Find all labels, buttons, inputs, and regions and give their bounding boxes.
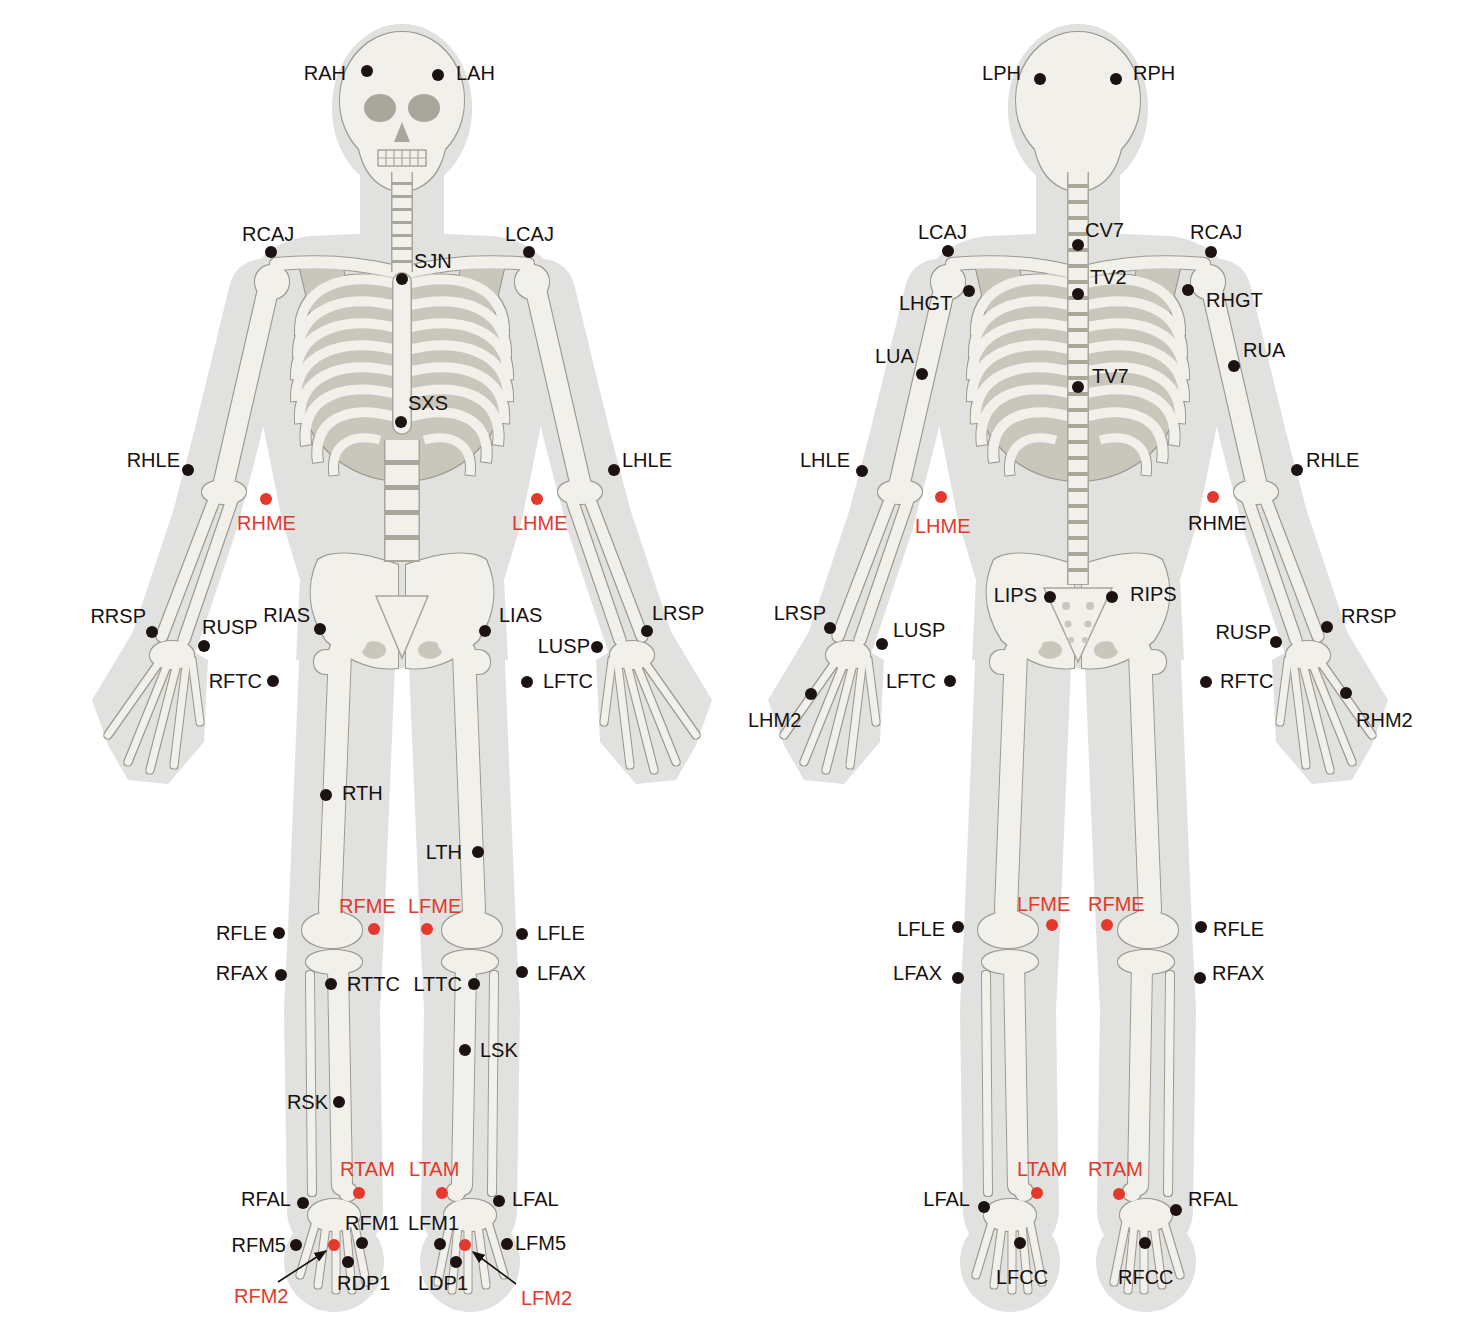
marker-label: RFLE (216, 922, 267, 944)
marker-label: RFME (339, 895, 396, 917)
marker-label: LFM2 (521, 1287, 572, 1309)
marker-label: RUA (1243, 339, 1285, 361)
marker-label: LFLE (897, 918, 945, 940)
marker-label: RIAS (263, 604, 310, 626)
marker-label: LHLE (800, 449, 850, 471)
marker-label: TV2 (1090, 266, 1127, 288)
marker-label: RTAM (340, 1158, 395, 1180)
leader-arrows (278, 1251, 516, 1284)
marker-label: LFLE (537, 922, 585, 944)
marker-label: LTAM (1017, 1158, 1067, 1180)
marker-label: RFAX (1212, 962, 1264, 984)
marker-label: LHME (915, 515, 971, 537)
marker-label: LCAJ (505, 223, 554, 245)
front-skeleton (92, 24, 712, 1312)
medial-marker-dots (260, 491, 1219, 1251)
marker-label: RFM1 (345, 1212, 399, 1234)
marker-label: RUSP (1215, 621, 1271, 643)
marker-label: LHM2 (748, 709, 801, 731)
marker-label: RFM2 (234, 1285, 288, 1307)
marker-label: RTTC (347, 973, 400, 995)
marker-label: RRSP (1341, 605, 1397, 627)
marker-label: RCAJ (242, 223, 294, 245)
marker-label: RPH (1133, 62, 1175, 84)
marker-label: LSK (480, 1039, 518, 1061)
marker-label: LHLE (622, 449, 672, 471)
marker-label: LFTC (886, 670, 936, 692)
marker-label: LFME (408, 895, 461, 917)
marker-label: SXS (408, 392, 448, 414)
marker-label: LUSP (538, 635, 590, 657)
back-details (1044, 172, 1112, 662)
marker-label: RSK (287, 1091, 328, 1113)
marker-label: LFAL (512, 1188, 559, 1210)
marker-label: LFAL (923, 1188, 970, 1210)
marker-label: CV7 (1085, 219, 1124, 241)
marker-label: RTAM (1088, 1158, 1143, 1180)
marker-label: RFAL (1188, 1188, 1238, 1210)
marker-label: LRSP (774, 602, 826, 624)
body-silhouettes (92, 24, 1388, 1312)
marker-label: RFTC (209, 670, 262, 692)
marker-label: RIPS (1130, 583, 1177, 605)
marker-label: RHLE (127, 449, 180, 471)
marker-label: RHLE (1306, 449, 1359, 471)
marker-label: RTH (342, 782, 383, 804)
marker-label: RRSP (90, 605, 146, 627)
marker-label: RFAX (216, 962, 268, 984)
marker-label: LAH (456, 62, 495, 84)
marker-label: LFME (1017, 893, 1070, 915)
marker-label: RHME (237, 512, 296, 534)
marker-label: LRSP (652, 602, 704, 624)
marker-label: LIAS (499, 604, 542, 626)
marker-label: RUSP (202, 616, 258, 638)
marker-label: LFM1 (408, 1212, 459, 1234)
marker-label: LHME (512, 512, 568, 534)
marker-label: RFLE (1213, 918, 1264, 940)
marker-label: LCAJ (918, 221, 967, 243)
marker-label: LDP1 (418, 1272, 468, 1294)
marker-label: RFAL (241, 1188, 291, 1210)
marker-label: LTAM (409, 1158, 459, 1180)
marker-dots (146, 65, 1352, 1268)
marker-label: LIPS (994, 584, 1037, 606)
marker-label: LUSP (893, 619, 945, 641)
marker-label: LPH (982, 62, 1021, 84)
marker-label: RDP1 (337, 1272, 390, 1294)
marker-label: LFCC (996, 1266, 1048, 1288)
marker-label: LFM5 (515, 1232, 566, 1254)
marker-label: LFAX (537, 962, 586, 984)
marker-label: LHGT (899, 292, 952, 314)
marker-label: RFTC (1220, 670, 1273, 692)
marker-label: RFCC (1118, 1266, 1174, 1288)
marker-label: LFAX (893, 962, 942, 984)
marker-label: LTH (426, 841, 462, 863)
marker-label: RHME (1188, 512, 1247, 534)
marker-label: RCAJ (1190, 221, 1242, 243)
marker-label: RHM2 (1356, 709, 1413, 731)
marker-label: LFTC (543, 670, 593, 692)
marker-label: RAH (304, 62, 346, 84)
front-details (364, 94, 440, 658)
marker-label: TV7 (1092, 365, 1129, 387)
marker-label: RFM5 (232, 1234, 286, 1256)
marker-label: RFME (1088, 893, 1145, 915)
marker-label: SJN (414, 250, 452, 272)
marker-label: LUA (875, 345, 914, 367)
back-skeleton (768, 24, 1388, 1312)
marker-label: LTTC (413, 973, 462, 995)
marker-label: RHGT (1206, 289, 1263, 311)
